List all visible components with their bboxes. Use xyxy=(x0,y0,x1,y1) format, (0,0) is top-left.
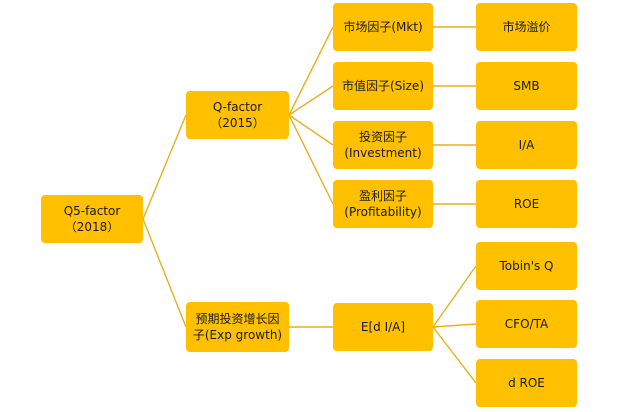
growth-predictor-node: d ROE xyxy=(476,359,577,407)
connector-q-investment xyxy=(288,114,334,146)
expected-growth-node: 预期投资增长因 子(Exp growth) xyxy=(186,302,289,352)
q-factor-label: Q-factor（2015） xyxy=(210,99,265,130)
factor-label-line2: (Profitability) xyxy=(344,205,422,219)
connector-q-profitability xyxy=(288,114,334,205)
expected-growth-line1: 预期投资增长因 xyxy=(195,311,280,326)
growth-predictor-label: d ROE xyxy=(508,375,545,390)
factor-node-profitability: 盈利因子 (Profitability) xyxy=(333,180,433,228)
factor-node-mkt: 市场因子(Mkt) xyxy=(333,3,433,51)
factor-label: 市场因子(Mkt) xyxy=(343,19,423,34)
growth-predictor-node: Tobin's Q xyxy=(476,242,577,290)
growth-measure-label: E[d I/A] xyxy=(360,319,406,334)
factor-code-label: I/A xyxy=(518,137,535,152)
connector-root-growth xyxy=(142,218,187,328)
growth-measure-node: E[d I/A] xyxy=(333,303,433,351)
factor-code-label: ROE xyxy=(513,196,540,211)
connector-root-qfactor xyxy=(142,114,187,220)
factor-code-node: I/A xyxy=(476,121,577,169)
growth-predictor-label: CFO/TA xyxy=(504,316,549,331)
factor-code-node: 市场溢价 xyxy=(476,3,577,51)
factor-node-investment: 投资因子 (Investment) xyxy=(333,121,433,169)
factor-label-line2: (Investment) xyxy=(344,146,422,160)
connector-eia-cfota xyxy=(432,323,477,328)
factor-code-label: 市场溢价 xyxy=(502,19,551,34)
factor-code-node: ROE xyxy=(476,180,577,228)
growth-predictor-node: CFO/TA xyxy=(476,300,577,348)
factor-label-line1: 投资因子 xyxy=(358,129,407,144)
factor-node-size: 市值因子(Size) xyxy=(333,62,433,110)
expected-growth-line2: 子(Exp growth) xyxy=(192,328,283,342)
factor-label-line1: 盈利因子 xyxy=(358,188,407,203)
factor-label: 市值因子(Size) xyxy=(342,78,424,93)
q-factor-node: Q-factor（2015） xyxy=(186,91,289,139)
root-label: Q5-factor（2018） xyxy=(63,203,121,234)
connector-q-size xyxy=(288,85,334,116)
connector-eia-tobinq xyxy=(432,265,477,328)
connector-q-mkt xyxy=(288,26,334,116)
factor-code-node: SMB xyxy=(476,62,577,110)
connector-eia-droe xyxy=(432,326,477,384)
factor-code-label: SMB xyxy=(513,78,540,93)
root-node: Q5-factor（2018） xyxy=(41,195,143,243)
growth-predictor-label: Tobin's Q xyxy=(499,258,554,273)
